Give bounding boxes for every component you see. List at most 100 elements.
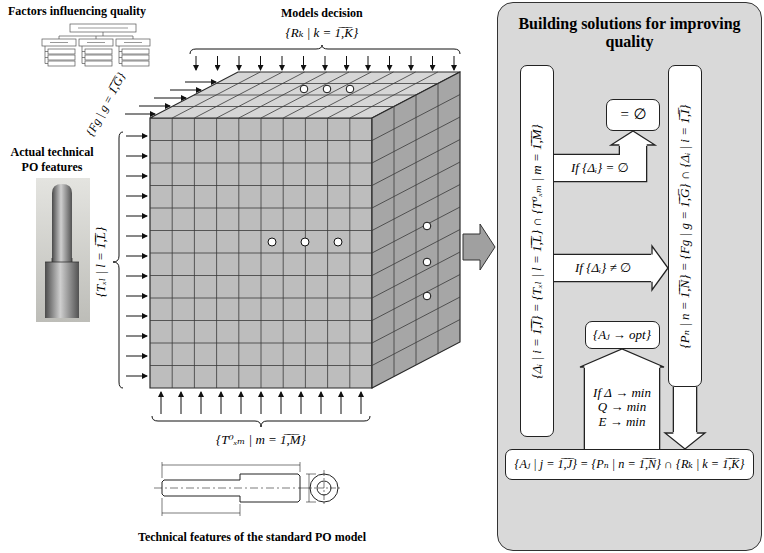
part-photo: [45, 262, 79, 318]
arrow-outline: [673, 387, 698, 433]
factors-tree: [85, 55, 112, 60]
decision-point: [423, 258, 431, 266]
input-arrow: [125, 56, 454, 414]
input-arrow: [126, 236, 147, 237]
input-arrow: [126, 336, 147, 337]
solution-panel: Building solutions for improving quality…: [497, 2, 762, 551]
arrow-head: [651, 246, 668, 290]
set-label: {Fg | g = 1̅,̅G̅}: [83, 70, 129, 139]
part-drawing: [162, 462, 316, 516]
formula-box: {Δᵢ | i = 1̅,̅I̅} = {Tₓₗ | l = 1̅,̅L̅} ∩…: [520, 65, 554, 437]
input-arrow: [126, 316, 147, 317]
arrow-head: [611, 131, 655, 146]
input-arrow: [126, 256, 147, 257]
decision-point: [268, 238, 276, 246]
input-arrow: [321, 392, 322, 414]
arrow-body: [585, 367, 659, 449]
input-arrow: [217, 56, 218, 70]
input-arrow: [126, 136, 147, 137]
set-label: {T⁰ₓₘ | m = 1̅,̅M̅}: [216, 432, 306, 448]
arrow-head-outline: [611, 131, 655, 145]
condition-label: If Δ → min Q → min E → min: [589, 386, 655, 431]
decision-point: [301, 238, 309, 246]
section-title: Technical features of the standard PO mo…: [138, 530, 366, 545]
input-arrow: [282, 56, 283, 70]
formula-box: {Aⱼ | j = 1̅,̅J̅} = {Pₙ | n = 1̅,̅N̅} ∩ …: [505, 449, 754, 480]
input-arrow: [126, 196, 147, 197]
input-arrow: [161, 392, 162, 414]
part-photo: [36, 178, 90, 322]
factors-tree: [48, 61, 75, 66]
factors-tree: [85, 49, 112, 54]
result-box: {Aⱼ → opt}: [585, 321, 660, 349]
formula-text: {Pₙ | n = 1̅,̅N̅} = {Fg | g = 1̅,̅G̅} ∩ …: [678, 104, 693, 348]
factors-tree: [122, 61, 149, 66]
factors-tree: [42, 24, 150, 66]
block-arrow: [554, 246, 668, 290]
section-title: Factors influencing quality: [8, 4, 146, 19]
decision-point: [323, 85, 331, 93]
input-arrow: [126, 176, 147, 177]
input-arrow: [139, 106, 170, 107]
brace: [190, 45, 460, 54]
input-arrow: [125, 114, 155, 115]
input-arrow: [260, 56, 261, 70]
part-photo: [45, 258, 79, 262]
input-arrow: [281, 392, 282, 414]
input-arrow: [432, 56, 433, 70]
decision-point: [423, 292, 431, 300]
arrow-head: [580, 349, 664, 368]
input-arrow: [201, 392, 202, 414]
arrow-head: [665, 432, 705, 449]
factors-tree: [59, 32, 133, 39]
decision-cube: [150, 72, 460, 388]
decision-point: [300, 85, 308, 93]
formula-box: {Pₙ | n = 1̅,̅N̅} = {Fg | g = 1̅,̅G̅} ∩ …: [668, 65, 702, 387]
decision-point: [268, 85, 431, 300]
factors-tree: [122, 55, 149, 60]
decision-cube: [172, 72, 438, 118]
block-arrow: [665, 387, 705, 449]
input-arrow: [261, 392, 262, 414]
result-box: = ∅: [606, 99, 660, 131]
set-label: {Tₓₗ | l = 1̅,̅L̅}: [93, 227, 109, 297]
input-arrow: [411, 56, 412, 70]
set-label: {Rₖ | k = 1̅,̅K̅}: [286, 25, 359, 41]
section-title: Models decision: [281, 6, 363, 21]
section-title: Actual technical PO features: [2, 145, 102, 175]
input-arrow: [303, 56, 304, 70]
decision-cube: [372, 72, 460, 388]
input-arrow: [126, 276, 147, 277]
panel-title: Building solutions for improving quality: [514, 15, 745, 52]
part-photo: [52, 184, 72, 262]
input-arrow: [126, 216, 147, 217]
condition-label: If {Δᵢ} ≠ ∅: [575, 261, 631, 276]
block-arrow: [580, 349, 664, 449]
input-arrow: [389, 56, 390, 70]
arrow-head-outline: [652, 246, 668, 290]
input-arrow: [181, 392, 182, 414]
decision-cube: [150, 118, 372, 388]
decision-point: [334, 238, 342, 246]
brace: [113, 45, 460, 427]
arrow-body: [674, 387, 696, 433]
input-arrow: [154, 98, 186, 99]
input-arrow: [126, 296, 147, 297]
input-arrow: [221, 392, 222, 414]
input-arrow: [325, 56, 326, 70]
decision-point: [423, 222, 431, 230]
input-arrow: [301, 392, 302, 414]
input-arrow: [368, 56, 369, 70]
input-arrow: [341, 392, 342, 414]
input-arrow: [361, 392, 362, 414]
formula-text: {Aⱼ → opt}: [593, 328, 651, 343]
factors-tree: [122, 49, 149, 54]
arrow-outline: [584, 367, 661, 449]
input-arrow: [196, 56, 197, 70]
formula-text: {Aⱼ | j = 1̅,̅J̅} = {Pₙ | n = 1̅,̅N̅} ∩ …: [515, 457, 745, 471]
input-arrow: [126, 376, 147, 377]
brace: [152, 416, 370, 427]
factors-tree: [85, 61, 112, 66]
factors-tree: [48, 55, 75, 60]
